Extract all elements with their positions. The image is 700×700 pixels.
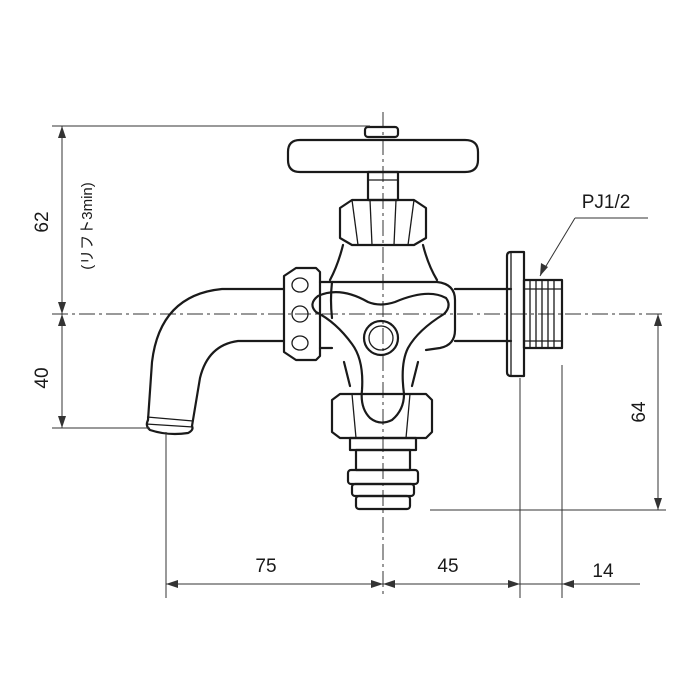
lower-hex-nut — [330, 392, 434, 440]
left-union-nut — [282, 266, 334, 362]
dimension-62-label: 62 — [32, 211, 53, 232]
spout — [145, 287, 286, 436]
dimension-40-label: 40 — [32, 367, 53, 388]
dimension-64-label: 64 — [629, 401, 650, 423]
faucet-body — [145, 125, 564, 511]
thread-spec-label: PJ1/2 — [582, 192, 631, 213]
bonnet-hex-nut — [338, 198, 428, 247]
lift-note-label: (リフト3min) — [79, 182, 96, 270]
dimension-75-label: 75 — [255, 556, 276, 577]
dimension-lines — [52, 125, 666, 598]
right-arm — [453, 287, 513, 343]
pipe-thread — [522, 278, 564, 350]
dimension-14-label: 14 — [592, 561, 614, 582]
wall-flange — [505, 250, 526, 378]
faucet-handle — [286, 125, 480, 202]
valve-body — [311, 280, 457, 424]
hose-connector — [346, 436, 420, 511]
dimension-45-label: 45 — [437, 556, 458, 577]
